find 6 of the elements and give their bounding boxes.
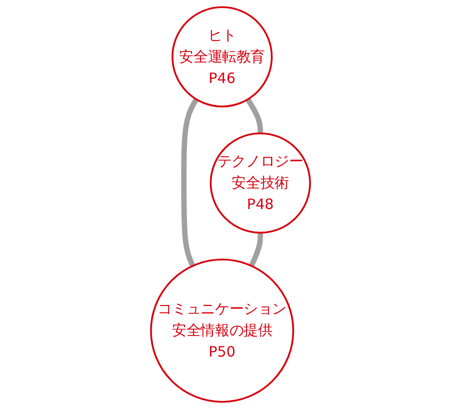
connector: [181, 98, 199, 267]
node-circle: コミュニケーション 安全情報の提供 P50: [150, 258, 294, 403]
connector: [246, 98, 264, 134]
connector: [248, 232, 264, 267]
node-circle: テクノロジー 安全技術 P48: [210, 132, 311, 234]
node-circle: ヒト 安全運転教育 P46: [172, 6, 273, 108]
